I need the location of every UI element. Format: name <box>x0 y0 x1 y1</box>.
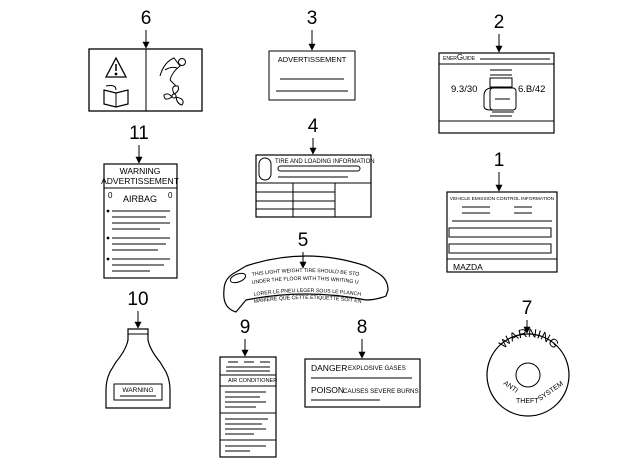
callout-11: 11 <box>129 123 149 144</box>
l2-right-value: 6.B/42 <box>518 84 545 95</box>
manual-book-icon <box>103 85 129 108</box>
label-4: 4 TIRE AND LOADING INFORMATION <box>255 116 375 218</box>
label-3: 3 ADVERTISSEMENT <box>268 8 356 101</box>
l5-line3: LORER LE PNEU LEGER SOUS LE PLANCHER DE <box>0 0 362 298</box>
l7-theft: THEFT <box>516 398 539 405</box>
callout-2: 2 <box>494 12 505 33</box>
label-11: 11 WARNING ADVERTISSEMENT 0 0 AIRBAG <box>101 123 179 279</box>
l11-zero-left: 0 <box>108 191 113 200</box>
l8-danger: DANGER <box>311 363 347 373</box>
label-6: 6 <box>88 8 203 112</box>
l4-title: TIRE AND LOADING INFORMATION <box>275 159 375 165</box>
callout-3: 3 <box>307 8 318 29</box>
l2-left-value: 9.3/30 <box>451 84 477 95</box>
l1-brand: MAZDA <box>453 262 483 272</box>
l7-warning: WARNING <box>496 326 562 352</box>
label-9: 9 AIR CONDITIONER <box>219 317 277 458</box>
callout-5: 5 <box>298 230 309 251</box>
callout-9: 9 <box>240 317 251 338</box>
label-7: 7 WARNING ANTI THEFT SYSTEM <box>486 298 570 417</box>
label-8: 8 DANGER EXPLOSIVE GASES POISON CAUSES S… <box>304 317 421 408</box>
warning-triangle-icon <box>104 56 128 78</box>
l11-warning: WARNING <box>120 166 161 176</box>
callout-4: 4 <box>308 116 319 137</box>
callout-7: 7 <box>522 298 533 319</box>
callout-8: 8 <box>357 317 368 338</box>
label-10: 10 WARNING <box>105 289 171 409</box>
l10-warning: WARNING <box>122 387 153 394</box>
l8-burns: CAUSES SEVERE BURNS <box>343 388 419 395</box>
label-5: 5 THIS LIGHT WEIGHT TIRE SHOULD BE STORE… <box>0 0 389 313</box>
l8-explosive: EXPLOSIVE GASES <box>348 365 406 372</box>
l1-title: VEHICLE EMISSION CONTROL INFORMATION <box>450 196 555 202</box>
fan-icon <box>163 85 184 106</box>
l2-energuide: ENERGUIDE <box>443 53 476 62</box>
l9-title: AIR CONDITIONER <box>228 378 277 384</box>
label-2: 2 ENERGUIDE 9.3/30 6.B/42 <box>438 12 555 134</box>
l11-advert: ADVERTISSEMENT <box>101 176 179 186</box>
l11-airbag: AIRBAG <box>123 194 157 204</box>
callout-10: 10 <box>127 289 148 310</box>
l5-line4: MANIERE QUE CETTE ETIQUETTE SOIT EN HAUT <box>0 0 362 305</box>
label-1: 1 VEHICLE EMISSION CONTROL INFORMATION M… <box>446 150 558 273</box>
hand-fan-icon <box>159 57 186 87</box>
callout-6: 6 <box>141 8 152 29</box>
l11-zero-right: 0 <box>168 191 173 200</box>
l3-title: ADVERTISSEMENT <box>278 55 347 64</box>
l7-anti: ANTI <box>502 380 519 395</box>
l8-poison: POISON <box>311 385 344 395</box>
callout-1: 1 <box>494 150 505 171</box>
